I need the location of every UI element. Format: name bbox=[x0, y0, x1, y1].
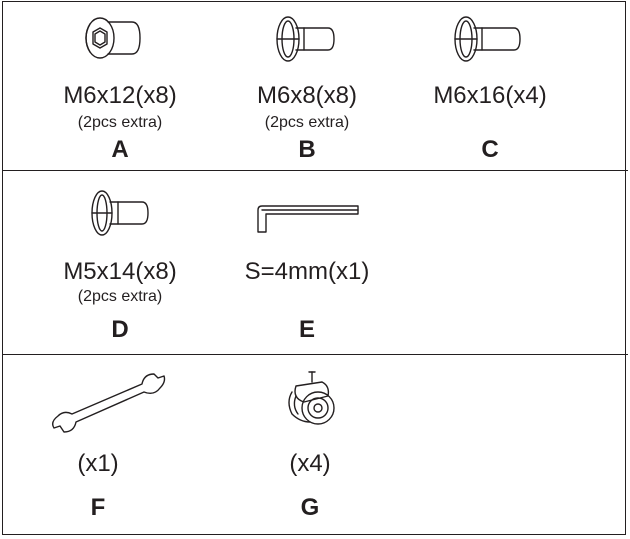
flat-head-screw-icon bbox=[276, 16, 335, 62]
part-size-label: (x4) bbox=[289, 450, 331, 477]
part-size-label: S=4mm(x1) bbox=[244, 258, 370, 285]
part-extra-note: (2pcs extra) bbox=[77, 288, 163, 305]
hex-button-head-screw-icon bbox=[85, 17, 141, 59]
part-size-label: M6x8(x8) bbox=[256, 82, 358, 109]
row-divider-1 bbox=[2, 170, 628, 171]
part-size-label: M6x16(x4) bbox=[433, 82, 547, 109]
part-size-label: M6x12(x8) bbox=[63, 82, 177, 109]
part-letter: B bbox=[298, 136, 316, 163]
part-letter: E bbox=[298, 316, 315, 343]
part-letter: F bbox=[90, 494, 106, 521]
part-extra-note: (2pcs extra) bbox=[77, 114, 163, 131]
caster-wheel-icon bbox=[288, 371, 335, 425]
allen-key-icon bbox=[257, 205, 359, 233]
part-letter: C bbox=[481, 136, 499, 163]
part-letter: A bbox=[111, 136, 129, 163]
part-size-label: M5x14(x8) bbox=[63, 258, 177, 285]
part-letter: D bbox=[111, 316, 129, 343]
part-letter: G bbox=[300, 494, 320, 521]
row-divider-2 bbox=[2, 354, 628, 355]
part-size-label: (x1) bbox=[77, 450, 119, 477]
flat-head-screw-icon bbox=[454, 16, 521, 62]
open-end-wrench-icon bbox=[51, 373, 166, 433]
part-extra-note: (2pcs extra) bbox=[264, 114, 350, 131]
flat-head-screw-icon bbox=[91, 190, 149, 236]
